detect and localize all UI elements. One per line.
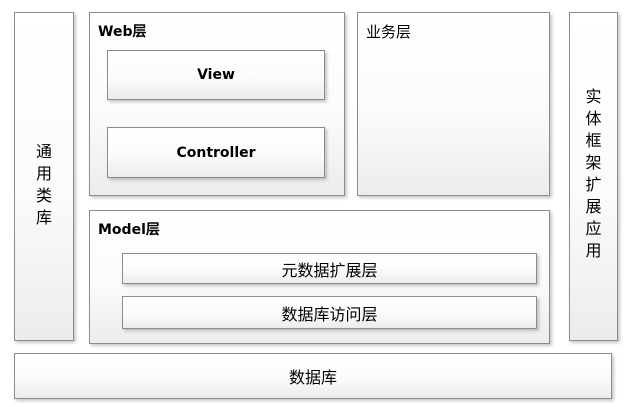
controller-box: Controller bbox=[107, 127, 325, 178]
entity-framework-char: 架 bbox=[585, 153, 602, 172]
database-access-layer-label: 数据库访问层 bbox=[281, 304, 378, 324]
entity-framework-char: 应 bbox=[585, 219, 602, 238]
business-layer-panel: 业务层 bbox=[357, 12, 550, 196]
view-box: View bbox=[107, 50, 325, 100]
common-library-label: 通 用 类 库 bbox=[15, 141, 73, 229]
entity-framework-extension-column: 实 体 框 架 扩 展 应 用 bbox=[569, 12, 618, 341]
entity-framework-char: 展 bbox=[585, 197, 602, 216]
metadata-extension-layer-label: 元数据扩展层 bbox=[281, 260, 378, 280]
database-bar: 数据库 bbox=[14, 353, 612, 399]
common-library-char: 通 bbox=[35, 142, 52, 161]
controller-label: Controller bbox=[176, 144, 256, 161]
model-layer-title: Model层 bbox=[98, 222, 160, 238]
entity-framework-char: 实 bbox=[585, 87, 602, 106]
metadata-extension-layer-box: 元数据扩展层 bbox=[122, 253, 537, 284]
common-library-char: 类 bbox=[35, 186, 52, 205]
entity-framework-char: 用 bbox=[585, 241, 602, 260]
common-library-char: 用 bbox=[35, 164, 52, 183]
database-label: 数据库 bbox=[288, 368, 337, 387]
common-library-column: 通 用 类 库 bbox=[14, 12, 74, 341]
entity-framework-char: 扩 bbox=[585, 175, 602, 194]
entity-framework-extension-label: 实 体 框 架 扩 展 应 用 bbox=[570, 86, 617, 262]
database-access-layer-box: 数据库访问层 bbox=[122, 296, 537, 329]
entity-framework-char: 框 bbox=[585, 131, 602, 150]
business-layer-title: 业务层 bbox=[366, 23, 412, 41]
web-layer-title: Web层 bbox=[98, 24, 147, 40]
view-label: View bbox=[197, 67, 235, 83]
entity-framework-char: 体 bbox=[585, 109, 602, 128]
common-library-char: 库 bbox=[35, 208, 52, 227]
